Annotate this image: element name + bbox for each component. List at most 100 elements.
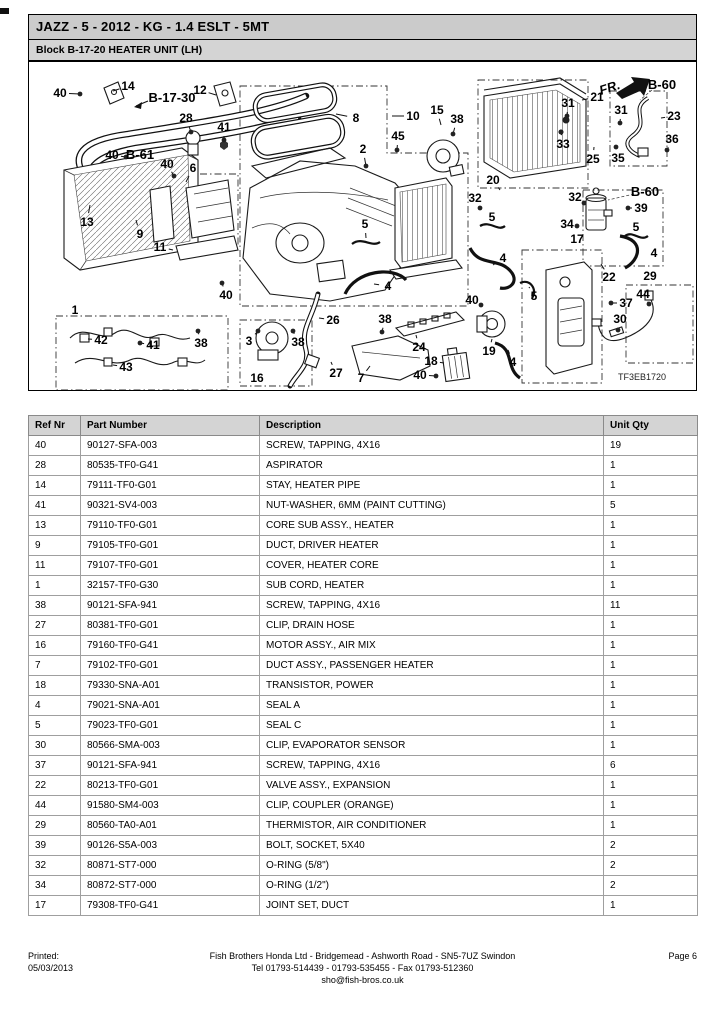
part-callout: 38 bbox=[450, 112, 464, 126]
air-mix-motor-illustration bbox=[255, 321, 289, 361]
table-cell: 80566-SMA-003 bbox=[80, 735, 260, 756]
group-box-sub-cord bbox=[55, 315, 229, 390]
table-cell: 90321-SV4-003 bbox=[80, 495, 260, 516]
part-callout: 25 bbox=[586, 152, 600, 166]
gasket-set-illustration bbox=[250, 82, 346, 160]
table-cell: 37 bbox=[28, 755, 81, 776]
part-callout: 23 bbox=[667, 109, 681, 123]
part-callout: 4 bbox=[510, 355, 517, 369]
part-callout: 38 bbox=[194, 336, 208, 350]
table-cell: CLIP, COUPLER (ORANGE) bbox=[259, 795, 604, 816]
table-cell: 79160-TF0-G41 bbox=[80, 635, 260, 656]
callout-leader bbox=[439, 361, 445, 364]
table-cell: 90126-S5A-003 bbox=[80, 835, 260, 856]
fastener-icon bbox=[625, 205, 631, 211]
seal-wires-illustration bbox=[343, 223, 649, 380]
fastener-icon bbox=[171, 173, 177, 179]
table-cell: DUCT ASSY., PASSENGER HEATER bbox=[259, 655, 604, 676]
exploded-diagram-svg: FR. TF3EB1720 40141228414040613911810153… bbox=[53, 77, 694, 390]
printed-block: Printed: 05/03/2013 bbox=[28, 950, 138, 986]
fastener-icon bbox=[581, 200, 587, 206]
table-cell: 1 bbox=[603, 775, 698, 796]
table-cell: 32 bbox=[28, 855, 81, 876]
table-cell: 80381-TF0-G01 bbox=[80, 615, 260, 636]
part-callout: 4 bbox=[500, 251, 507, 265]
block-ref-label: B-17-30 bbox=[149, 90, 196, 105]
part-callout: 4 bbox=[651, 246, 658, 260]
callout-leader bbox=[330, 361, 333, 366]
part-callout: 41 bbox=[217, 120, 231, 134]
part-callout: 4 bbox=[385, 279, 392, 293]
fastener-icon bbox=[188, 129, 194, 135]
fastener-icon bbox=[664, 147, 670, 153]
table-cell: 14 bbox=[28, 475, 81, 496]
table-cell: SUB CORD, HEATER bbox=[259, 575, 604, 596]
callout-leader bbox=[88, 204, 91, 214]
table-cell: NUT-WASHER, 6MM (PAINT CUTTING) bbox=[259, 495, 604, 516]
table-cell: 11 bbox=[28, 555, 81, 576]
fastener-icon bbox=[617, 120, 623, 126]
group-box-evaporator bbox=[477, 79, 589, 189]
table-cell: 90121-SFA-941 bbox=[80, 595, 260, 616]
table-cell: 1 bbox=[603, 455, 698, 476]
table-cell: O-RING (1/2") bbox=[259, 875, 604, 896]
callout-leader bbox=[135, 219, 139, 226]
blower-motor-illustration bbox=[426, 139, 465, 177]
table-cell: SEAL A bbox=[259, 695, 604, 716]
fastener-icon bbox=[450, 131, 456, 137]
part-callout: 21 bbox=[590, 90, 604, 104]
fastener-icon bbox=[646, 301, 652, 307]
fastener-icon bbox=[433, 373, 439, 379]
table-cell: 5 bbox=[603, 495, 698, 516]
fastener-icon bbox=[221, 137, 227, 143]
part-callout: 32 bbox=[468, 191, 482, 205]
table-cell: 32157-TF0-G30 bbox=[80, 575, 260, 596]
table-cell: 1 bbox=[603, 475, 698, 496]
part-callout: 22 bbox=[602, 270, 616, 284]
stay-bracket-illustration bbox=[103, 81, 125, 105]
nut-illustration bbox=[220, 140, 228, 150]
table-cell: 80872-ST7-000 bbox=[80, 875, 260, 896]
table-cell: 7 bbox=[28, 655, 81, 676]
callout-leader bbox=[600, 263, 605, 270]
column-header: Part Number bbox=[80, 415, 260, 436]
part-callout: 34 bbox=[560, 217, 574, 231]
diagram-code: TF3EB1720 bbox=[618, 372, 666, 382]
column-header: Description bbox=[259, 415, 604, 436]
part-callout: 38 bbox=[291, 335, 305, 349]
dealer-block: Fish Brothers Honda Ltd - Bridgemead - A… bbox=[138, 950, 587, 986]
part-callout: 45 bbox=[391, 129, 405, 143]
part-callout: 43 bbox=[119, 360, 133, 374]
fastener-icon bbox=[255, 328, 261, 334]
table-cell: JOINT SET, DUCT bbox=[259, 895, 604, 916]
part-callout: 3 bbox=[246, 334, 253, 348]
table-cell: SEAL C bbox=[259, 715, 604, 736]
table-cell: O-RING (5/8") bbox=[259, 855, 604, 876]
table-cell: 1 bbox=[603, 655, 698, 676]
fastener-icon bbox=[613, 144, 619, 150]
table-cell: 80535-TF0-G41 bbox=[80, 455, 260, 476]
dealer-email: sho@fish-bros.co.uk bbox=[321, 975, 404, 985]
table-cell: 79102-TF0-G01 bbox=[80, 655, 260, 676]
part-callout: 31 bbox=[614, 103, 628, 117]
table-cell: CLIP, EVAPORATOR SENSOR bbox=[259, 735, 604, 756]
printed-label: Printed: bbox=[28, 951, 60, 961]
table-cell: SCREW, TAPPING, 4X16 bbox=[259, 595, 604, 616]
driver-duct-illustration bbox=[149, 179, 235, 243]
printed-date: 05/03/2013 bbox=[28, 963, 74, 973]
part-callout: 37 bbox=[619, 296, 633, 310]
table-cell: 1 bbox=[603, 695, 698, 716]
table-cell: MOTOR ASSY., AIR MIX bbox=[259, 635, 604, 656]
callout-leader bbox=[335, 113, 348, 117]
group-box-b60-bracket bbox=[609, 90, 668, 167]
